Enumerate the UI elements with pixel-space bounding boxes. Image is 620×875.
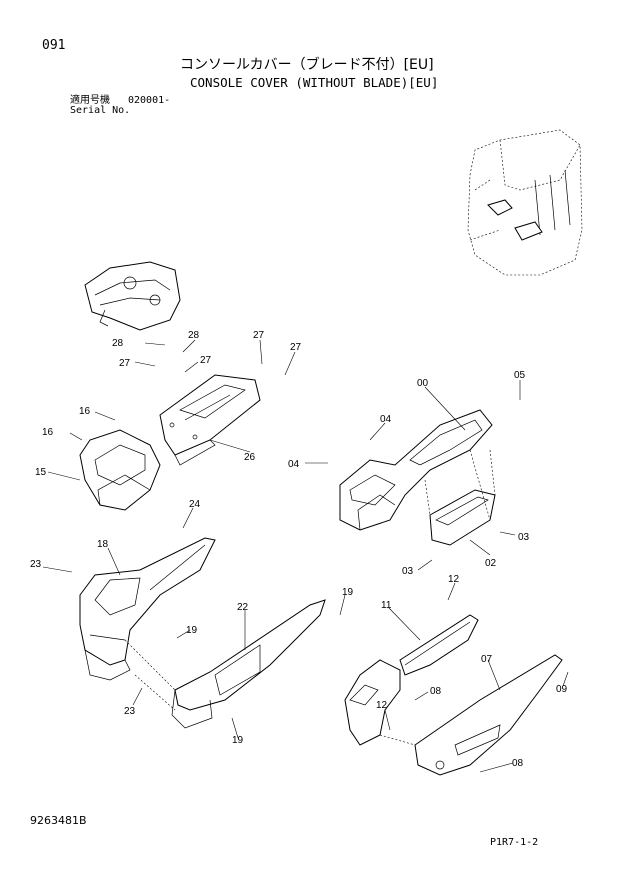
callout-18: 18 — [97, 539, 109, 550]
part-12-bracket — [344, 659, 401, 746]
callout-02: 02 — [485, 558, 497, 569]
part-11-side-cover — [399, 614, 479, 676]
page-code: 091 — [42, 38, 66, 53]
callout-27: 27 — [290, 342, 302, 353]
callout-03: 03 — [402, 566, 414, 577]
callout-15: 15 — [35, 467, 47, 478]
part-15-front-cover — [79, 429, 161, 511]
callout-04: 04 — [380, 414, 392, 425]
callout-23: 23 — [124, 706, 136, 717]
serial-label-en: Serial No. — [70, 105, 131, 116]
callout-28: 28 — [188, 330, 200, 341]
callout-08: 08 — [512, 758, 524, 769]
callout-26: 26 — [244, 452, 256, 463]
leader-lines — [42, 339, 569, 773]
callout-08: 08 — [430, 686, 442, 697]
callout-16: 16 — [79, 406, 91, 417]
callout-03: 03 — [518, 532, 530, 543]
callout-00: 00 — [417, 378, 429, 389]
serial-value: 020001- — [128, 95, 171, 106]
title-japanese: コンソールカバー（ブレード不付）[EU] — [180, 57, 434, 73]
callout-27: 27 — [253, 330, 265, 341]
part-18-side-cover — [79, 537, 216, 681]
callout-27: 27 — [200, 355, 212, 366]
callout-19: 19 — [342, 587, 354, 598]
callout-19: 19 — [186, 625, 198, 636]
serial-label-jp: 適用号機 — [70, 95, 110, 106]
part-07-side-panel — [414, 654, 563, 776]
callout-24: 24 — [189, 499, 201, 510]
cab-location-inset — [467, 129, 583, 276]
page-reference: P1R7-1-2 — [490, 837, 539, 848]
callout-28: 28 — [112, 338, 124, 349]
console-location-sketch — [84, 261, 181, 331]
callout-09: 09 — [556, 684, 568, 695]
callout-16: 16 — [42, 427, 54, 438]
callout-labels: 28 28 27 27 27 27 16 16 15 26 00 05 04 0… — [30, 330, 568, 769]
callout-07: 07 — [481, 654, 493, 665]
callout-12: 12 — [376, 700, 388, 711]
part-26-upper-cover — [159, 374, 261, 466]
callout-05: 05 — [514, 370, 526, 381]
callout-22: 22 — [237, 602, 249, 613]
document-number: 9263481B — [30, 814, 87, 827]
callout-23: 23 — [30, 559, 42, 570]
title-english: CONSOLE COVER (WITHOUT BLADE)[EU] — [190, 75, 439, 90]
callout-12: 12 — [448, 574, 460, 585]
callout-11: 11 — [381, 600, 392, 611]
callout-19: 19 — [232, 735, 244, 746]
part-22-side-panel — [171, 599, 326, 729]
callout-27: 27 — [119, 358, 131, 369]
callout-04: 04 — [288, 459, 300, 470]
